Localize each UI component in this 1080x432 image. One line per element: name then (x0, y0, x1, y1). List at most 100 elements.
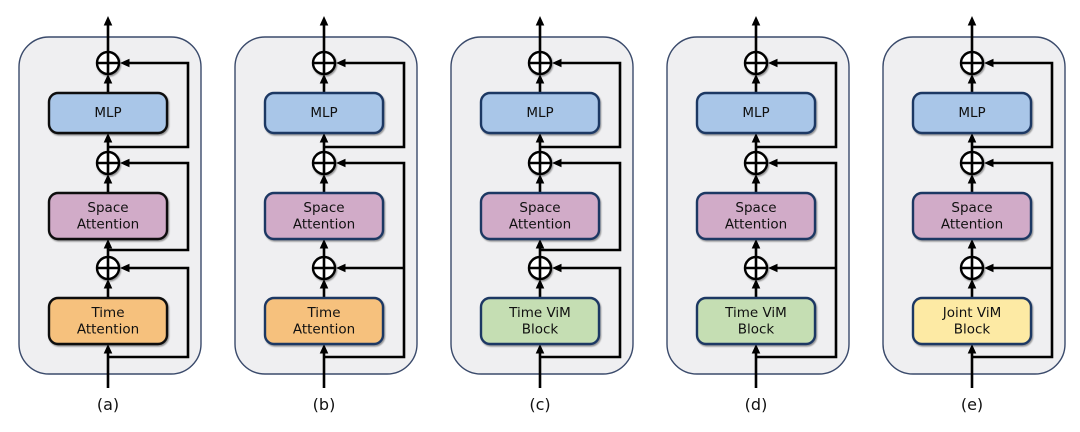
skip-premlp-to-add-top (756, 58, 838, 149)
joint-vim-block-label: Joint ViM (942, 305, 1001, 321)
space-attention-label: Space (87, 200, 128, 216)
add-operator-bottom (959, 255, 985, 281)
mlp-label: MLP (94, 105, 121, 121)
mlp-to-add-arrow (319, 74, 329, 93)
output-arrow (751, 16, 761, 52)
panel-caption: (e) (960, 395, 984, 414)
skip-input-to-add-bottom (108, 263, 190, 359)
space-attention-label: Attention (293, 216, 355, 232)
add-to-mlp-arrow (103, 133, 113, 152)
mlp-to-add-arrow (103, 74, 113, 93)
output-arrow (319, 16, 329, 52)
space-attention-block (479, 191, 601, 241)
mlp-block (479, 91, 601, 135)
input-arrow (103, 344, 113, 388)
add-to-mlp-arrow (319, 133, 329, 152)
add-operator-middle (959, 150, 985, 176)
add-operator-middle (95, 150, 121, 176)
time-vim-block-label: Block (522, 321, 559, 337)
space-to-add-arrow (103, 174, 113, 193)
mlp-to-add-arrow (751, 74, 761, 93)
add-operator-bottom (527, 255, 553, 281)
skip-input-shared-rail (972, 158, 1054, 359)
add-to-mlp-arrow (967, 133, 977, 152)
output-arrow (967, 16, 977, 52)
time-attention-label: Time (90, 305, 124, 321)
mlp-block (695, 91, 817, 135)
skip-preblock-to-add-middle (540, 158, 622, 252)
input-arrow (319, 344, 329, 388)
skip-preblock-to-add-middle (108, 158, 190, 252)
input-arrow (535, 344, 545, 388)
mlp-block (263, 91, 385, 135)
panel-caption: (b) (312, 395, 336, 414)
add-operator-top (95, 50, 121, 76)
joint-vim-block-label: Block (954, 321, 991, 337)
time-attention-block (263, 296, 385, 346)
space-attention-label: Space (519, 200, 560, 216)
skip-input-shared-rail (756, 158, 838, 359)
skip-input-to-add-bottom (540, 263, 622, 359)
time-vim-block-block (695, 296, 817, 346)
skip-premlp-to-add-top (108, 58, 190, 149)
time-vim-block-label: Time ViM (724, 305, 787, 321)
bottom-to-add-arrow (751, 279, 761, 298)
mlp-label: MLP (958, 105, 985, 121)
add-to-space-arrow (103, 239, 113, 257)
panel-caption: (d) (744, 395, 768, 414)
add-operator-middle (527, 150, 553, 176)
space-to-add-arrow (751, 174, 761, 193)
space-attention-label: Attention (941, 216, 1003, 232)
add-operator-middle (311, 150, 337, 176)
time-vim-block-label: Block (738, 321, 775, 337)
space-attention-block (911, 191, 1033, 241)
bottom-to-add-arrow (103, 279, 113, 298)
time-attention-block (47, 296, 169, 346)
skip-premlp-to-add-top (540, 58, 622, 149)
space-attention-block (695, 191, 817, 241)
add-operator-top (311, 50, 337, 76)
bottom-to-add-arrow (967, 279, 977, 298)
time-attention-label: Attention (293, 321, 355, 337)
bottom-to-add-arrow (319, 279, 329, 298)
space-to-add-arrow (319, 174, 329, 193)
mlp-label: MLP (526, 105, 553, 121)
output-arrow (535, 16, 545, 52)
add-to-space-arrow (967, 239, 977, 257)
space-attention-label: Space (951, 200, 992, 216)
skip-premlp-to-add-top (324, 58, 406, 149)
add-to-mlp-arrow (751, 133, 761, 152)
mlp-block (911, 91, 1033, 135)
mlp-to-add-arrow (535, 74, 545, 93)
space-attention-block (47, 191, 169, 241)
space-attention-label: Attention (725, 216, 787, 232)
add-operator-bottom (743, 255, 769, 281)
add-to-space-arrow (751, 239, 761, 257)
mlp-label: MLP (310, 105, 337, 121)
skip-input-shared-rail (324, 158, 406, 359)
panel-caption: (c) (529, 395, 551, 414)
mlp-label: MLP (742, 105, 769, 121)
input-arrow (751, 344, 761, 388)
space-attention-block (263, 191, 385, 241)
bottom-to-add-arrow (535, 279, 545, 298)
space-to-add-arrow (967, 174, 977, 193)
add-operator-top (527, 50, 553, 76)
add-to-space-arrow (319, 239, 329, 257)
add-operator-top (959, 50, 985, 76)
time-vim-block-block (479, 296, 601, 346)
mlp-to-add-arrow (967, 74, 977, 93)
add-to-space-arrow (535, 239, 545, 257)
add-operator-middle (743, 150, 769, 176)
joint-vim-block-block (911, 296, 1033, 346)
add-to-mlp-arrow (535, 133, 545, 152)
space-attention-label: Attention (509, 216, 571, 232)
